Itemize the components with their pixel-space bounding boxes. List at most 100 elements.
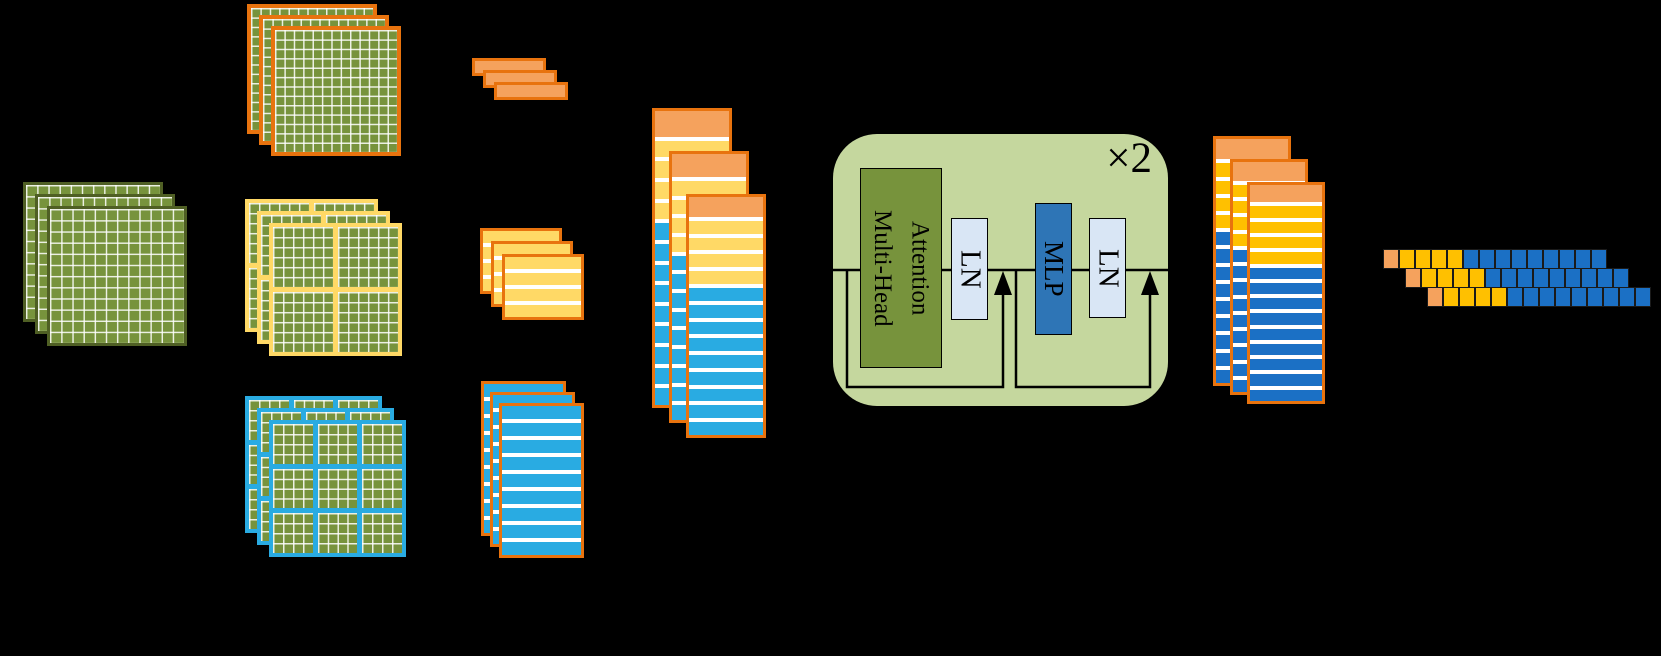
token-stripe (502, 525, 581, 538)
embedding-header-segment (1216, 139, 1288, 160)
token-cell (1501, 268, 1517, 288)
embedding-segment (689, 405, 763, 419)
token-cell (1415, 249, 1431, 269)
residual-arrowhead-1 (994, 271, 1012, 295)
embedding-segment (689, 220, 763, 234)
token-cell (1431, 249, 1447, 269)
patch-token-card (494, 82, 568, 100)
embedding-segment (689, 304, 763, 318)
embedding-segment (672, 180, 746, 196)
token-cell (1485, 268, 1501, 288)
token-cell (1383, 249, 1399, 269)
embedding-segment (1250, 221, 1322, 233)
token-cell (1399, 249, 1415, 269)
embedding-column (686, 194, 766, 438)
embedding-segment (1250, 343, 1322, 356)
embedding-header-segment (1250, 185, 1322, 203)
embedding-header-segment (655, 111, 729, 137)
repeat-multiplier-label: ×2 (1106, 135, 1152, 182)
token-stripe (505, 289, 581, 301)
embedding-segment (689, 355, 763, 368)
token-cell (1613, 268, 1629, 288)
token-cell (1591, 249, 1607, 269)
token-stripe (502, 474, 581, 487)
transformer-encoder-block: Multi-Head Attention LN MLP LN ×2 (833, 134, 1168, 406)
token-row (1383, 249, 1607, 269)
token-cell (1447, 249, 1463, 269)
token-cell (1549, 268, 1565, 288)
token-cell (1635, 287, 1651, 307)
token-cell (1555, 287, 1571, 307)
token-stripe (502, 457, 581, 470)
token-cell (1523, 287, 1539, 307)
grid-quadrant (273, 292, 333, 352)
embedding-segment (689, 287, 763, 301)
embedding-segment (1250, 206, 1322, 218)
embedding-segment (1250, 282, 1322, 295)
grid-quadrant (338, 227, 398, 287)
token-cell (1459, 287, 1475, 307)
token-cell (1475, 287, 1491, 307)
layer-norm-2-box: LN (1089, 218, 1126, 318)
embedding-segment (1250, 298, 1322, 310)
token-stripe (502, 508, 581, 521)
grid-quadrant (362, 468, 402, 509)
token-stripe (505, 257, 581, 269)
token-cell (1453, 268, 1469, 288)
token-cell (1597, 268, 1613, 288)
token-stripe (502, 423, 581, 436)
patch-token-card (502, 254, 584, 320)
token-cell (1491, 287, 1507, 307)
token-row (1427, 287, 1651, 307)
token-stripe (483, 231, 559, 243)
embedding-segment (1250, 252, 1322, 264)
mlp-label: MLP (1038, 241, 1069, 297)
embedding-segment (1250, 359, 1322, 371)
grid-quadrant (362, 424, 402, 464)
token-cell (1443, 287, 1459, 307)
token-cell (1421, 268, 1437, 288)
token-cell (1587, 287, 1603, 307)
embedding-segment (689, 422, 763, 435)
token-cell (1511, 249, 1527, 269)
grid-card (271, 26, 401, 156)
embedding-segment (1250, 389, 1322, 401)
token-cell (1469, 268, 1485, 288)
grid-card (47, 206, 187, 346)
token-cell (1533, 268, 1549, 288)
grid-quadrant (338, 292, 398, 352)
embedding-segment (1250, 328, 1322, 340)
token-stripe (502, 440, 581, 453)
embedding-header-segment (689, 197, 763, 217)
embedding-header-segment (672, 154, 746, 177)
token-cell (1571, 287, 1587, 307)
token-cell (1619, 287, 1635, 307)
token-cell (1463, 249, 1479, 269)
embedding-segment (689, 388, 763, 402)
token-stripe (502, 542, 581, 555)
token-cell (1427, 287, 1443, 307)
token-cell (1565, 268, 1581, 288)
grid-quadrant (273, 227, 333, 287)
token-stripe (502, 491, 581, 504)
token-cell (1495, 249, 1511, 269)
embedding-segment (689, 371, 763, 385)
embedding-segment (1250, 267, 1322, 279)
embedding-segment (689, 271, 763, 284)
layer-norm-2-label: LN (1092, 248, 1125, 288)
token-cell (1517, 268, 1533, 288)
patch-token-card (499, 403, 584, 558)
token-cell (1507, 287, 1523, 307)
token-cell (1603, 287, 1619, 307)
token-stripe (505, 273, 581, 285)
embedding-header-segment (1233, 162, 1305, 181)
embedding-segment (1250, 237, 1322, 249)
token-stripe (497, 85, 565, 97)
embedding-segment (689, 321, 763, 335)
grid-quadrant (273, 468, 313, 509)
grid-quadrant (317, 424, 358, 464)
embedding-segment (689, 237, 763, 251)
grid-quadrant (362, 513, 402, 553)
token-cell (1543, 249, 1559, 269)
